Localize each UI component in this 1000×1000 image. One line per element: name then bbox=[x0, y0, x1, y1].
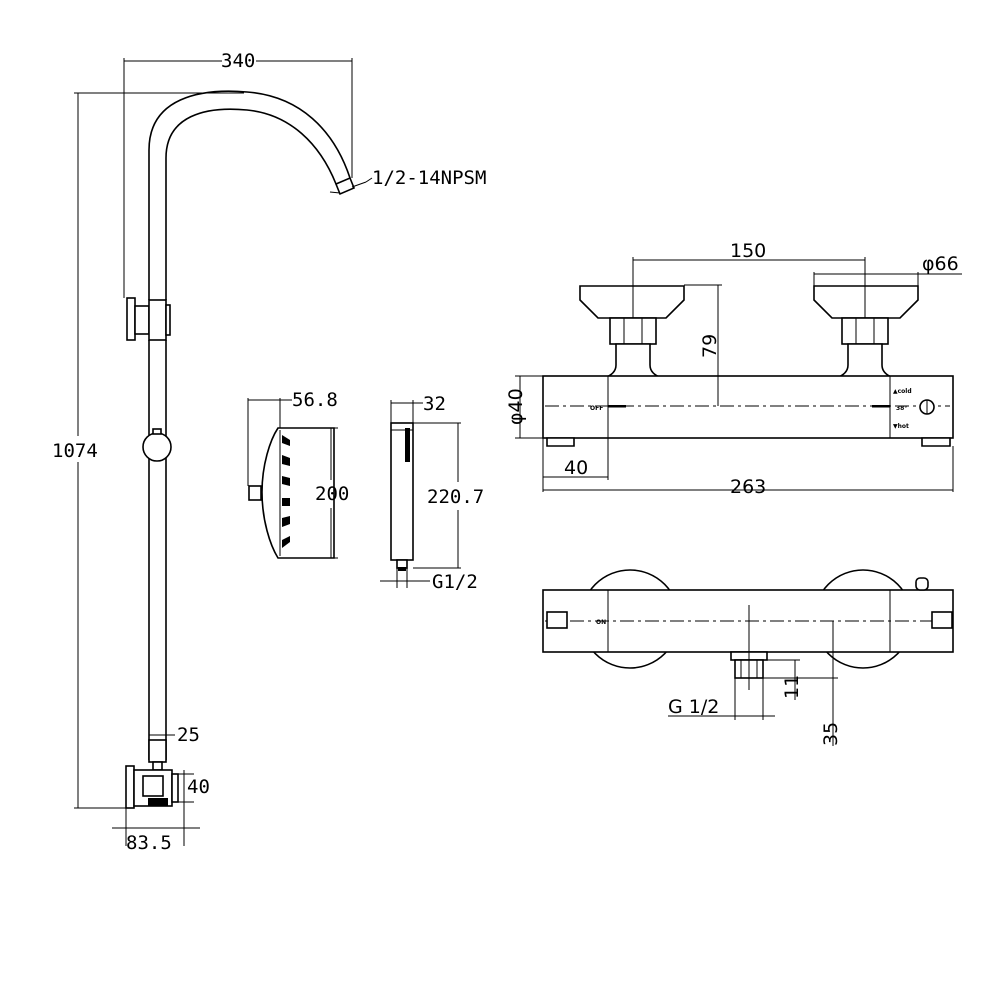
flange-diameter-dim: φ66 bbox=[922, 253, 959, 275]
hot-label: ▼hot bbox=[893, 423, 909, 430]
hand-shower-drawing: 32 220.7 G1/2 bbox=[380, 393, 484, 593]
base-depth-dim: 83.5 bbox=[126, 832, 172, 854]
valve-body bbox=[542, 375, 954, 439]
shower-column-drawing: 340 1074 1/2-14NPSM 25 40 83.5 bbox=[52, 50, 486, 854]
valve-top-view: ON G 1/2 11 35 bbox=[542, 569, 954, 746]
outlet-thread-label: G 1/2 bbox=[668, 696, 719, 718]
upper-wall-bracket bbox=[126, 297, 136, 341]
safety-button-top bbox=[915, 577, 929, 591]
column-arc-inner bbox=[165, 108, 337, 300]
upper-slider-block bbox=[148, 299, 167, 341]
bracket-height-dim: 40 bbox=[187, 776, 210, 798]
temp-label: 38° bbox=[896, 405, 907, 412]
valve-length-dim: 263 bbox=[730, 476, 766, 498]
right-wall-flange bbox=[813, 285, 919, 319]
column-height-dim: 1074 bbox=[52, 440, 98, 462]
off-label: OFF bbox=[590, 405, 603, 412]
valve-centers-dim: 150 bbox=[730, 240, 766, 262]
shower-head-depth-dim: 56.8 bbox=[292, 389, 338, 411]
temp-indicator-mark bbox=[872, 405, 890, 408]
hand-shower-length-dim: 220.7 bbox=[427, 486, 484, 508]
on-label: ON bbox=[596, 619, 606, 626]
top-nozzle bbox=[334, 176, 356, 196]
hand-shower-thread-dim: G1/2 bbox=[432, 571, 478, 593]
shower-head-drawing: 56.8 200 bbox=[247, 389, 349, 559]
column-arc-outer bbox=[148, 90, 351, 300]
inlet-thread bbox=[148, 798, 168, 806]
valve-height-dim: 79 bbox=[699, 334, 721, 358]
cold-label: ▲cold bbox=[893, 388, 912, 395]
valve-front-view: OFF ▲cold 38° ▼hot 150 φ66 79 φ40 40 263 bbox=[505, 240, 962, 498]
body-diameter-dim: φ40 bbox=[505, 388, 527, 425]
outlet-offset-dim: 35 bbox=[820, 722, 842, 746]
hand-shower-width-dim: 32 bbox=[423, 393, 446, 415]
left-wall-flange bbox=[579, 285, 685, 319]
shower-head-diameter-dim: 200 bbox=[315, 483, 349, 505]
hand-shower-spray-face bbox=[405, 428, 410, 462]
inlet-pipe-dim: 25 bbox=[177, 724, 200, 746]
left-nut bbox=[609, 317, 657, 345]
lower-wall-bracket bbox=[125, 765, 135, 809]
slider-knob bbox=[142, 432, 172, 462]
shower-head-arm-connector bbox=[248, 485, 262, 501]
off-indicator-mark bbox=[608, 405, 626, 408]
outlet-length-dim: 11 bbox=[781, 675, 803, 699]
top-thread-label: 1/2-14NPSM bbox=[372, 167, 486, 189]
right-nut bbox=[841, 317, 889, 345]
column-width-dim: 340 bbox=[221, 50, 255, 72]
handle-length-dim: 40 bbox=[564, 457, 588, 479]
